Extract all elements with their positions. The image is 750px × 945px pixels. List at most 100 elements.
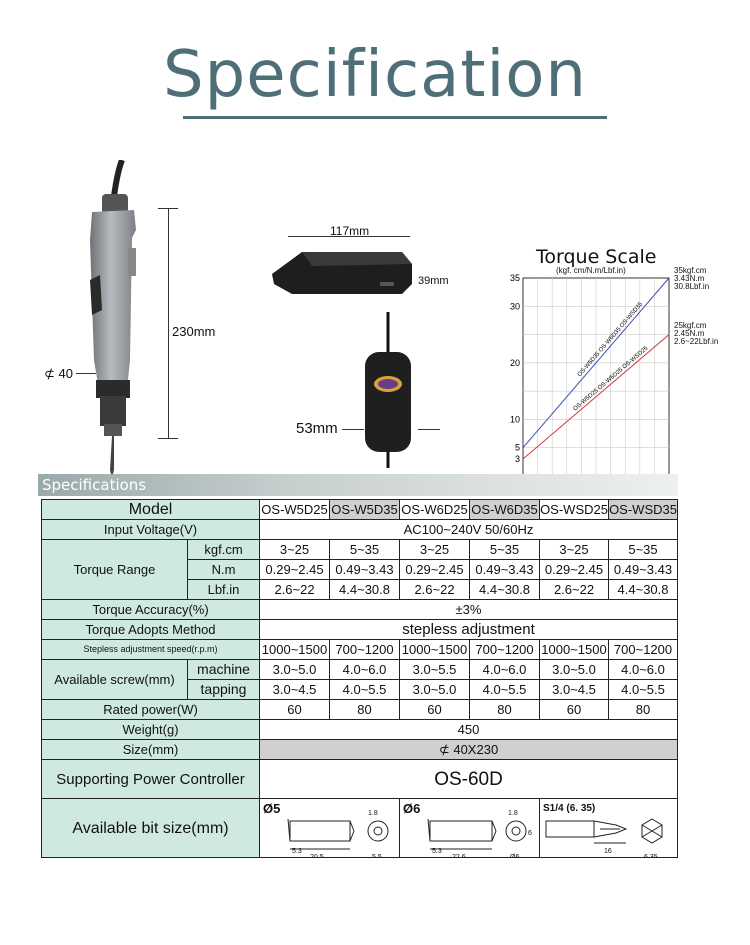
machine-label: machine — [186, 659, 261, 680]
weight-label: Weight(g) — [40, 719, 261, 740]
controller-label: Supporting Power Controller — [40, 759, 261, 799]
dim-line-vert — [168, 208, 169, 438]
length-label: 230mm — [172, 324, 216, 339]
bit3-dim-b: 6.35 — [644, 854, 658, 858]
bit2-cell: Ø6 1.8 5.3 22.6 6 Ø6 — [399, 798, 541, 858]
bit3-dim-a: 16 — [604, 848, 612, 855]
tapping-cell: 4.0~5.5 — [329, 679, 401, 700]
bit3-drawing — [545, 818, 663, 844]
screwdriver-image — [90, 160, 136, 478]
series-line — [522, 277, 670, 449]
weight-value: 450 — [259, 719, 679, 740]
speed-cell: 1000~1500 — [259, 639, 331, 660]
ctrl-depth-label: 53mm — [296, 420, 338, 437]
spec-table: Model OS-W5D25 OS-W5D35 OS-W6D25 OS-W6D3… — [40, 499, 679, 858]
controller-front-image — [365, 312, 411, 468]
bit1-dim-b: 5.3 — [292, 848, 302, 855]
machine-cell: 3.0~5.0 — [259, 659, 331, 680]
model-label: Model — [40, 499, 261, 520]
power-label: Rated power(W) — [40, 699, 261, 720]
power-cell: 60 — [399, 699, 471, 720]
bit1-drawing — [287, 818, 389, 850]
annot-top: 35kgf.cm 3.43N.m 30.8Lbf.in — [674, 267, 709, 291]
page-title: Specification — [163, 38, 587, 112]
size-label: Size(mm) — [40, 739, 261, 760]
row-size: Size(mm) ⊄ 40X230 — [40, 739, 679, 760]
controller-top-image — [272, 252, 412, 294]
bit1-dim-a: 1.8 — [368, 810, 378, 817]
row-accuracy: Torque Accuracy(%) ±3% — [40, 599, 679, 620]
power-cell: 80 — [469, 699, 541, 720]
nm-cell: 0.29~2.45 — [259, 559, 331, 580]
y-tick-label: 10 — [510, 414, 520, 424]
power-cell: 80 — [608, 699, 679, 720]
model-cell: OS-W5D25 — [259, 499, 331, 520]
model-cell: OS-W6D25 — [399, 499, 471, 520]
bit-label: Available bit size(mm) — [40, 798, 261, 858]
speed-cell: 700~1200 — [608, 639, 679, 660]
model-cell: OS-W5D35 — [329, 499, 401, 520]
machine-cell: 3.0~5.0 — [539, 659, 610, 680]
lbf-cell: 4.4~30.8 — [608, 579, 679, 600]
depth-arrow-right — [418, 429, 440, 430]
machine-cell: 4.0~6.0 — [608, 659, 679, 680]
ctrl-width-label: 117mm — [330, 224, 370, 238]
tapping-label: tapping — [186, 679, 261, 700]
model-cell: OS-WSD25 — [539, 499, 610, 520]
y-tick-label: 20 — [510, 358, 520, 368]
depth-arrow-left — [342, 429, 364, 430]
chart-title: Torque Scale — [536, 246, 657, 268]
bit2-drawing — [427, 818, 527, 850]
screw-label: Available screw(mm) — [41, 659, 188, 700]
annot-top-2: 3.43N.m — [674, 274, 705, 283]
speed-cell: 1000~1500 — [399, 639, 471, 660]
annot-top-3: 30.8Lbf.in — [674, 282, 710, 291]
row-adopts: Torque Adopts Method stepless adjustment — [40, 619, 679, 640]
size-value: ⊄ 40X230 — [259, 739, 679, 760]
model-cell: OS-W6D35 — [469, 499, 541, 520]
title-underline — [183, 116, 607, 119]
torque-chart: 02468103510203035OS-W5D35 OS-W6D35 OS-WS… — [510, 273, 674, 488]
machine-cell: 4.0~6.0 — [329, 659, 401, 680]
tapping-cell: 3.0~4.5 — [539, 679, 610, 700]
kgf-cell: 5~35 — [469, 539, 541, 560]
row-bits: Available bit size(mm) Ø5 1.8 5.3 20.5 5… — [40, 798, 679, 858]
nm-cell: 0.49~3.43 — [469, 559, 541, 580]
dim-line-bottom — [158, 438, 178, 439]
lbf-cell: 4.4~30.8 — [329, 579, 401, 600]
lbf-cell: 2.6~22 — [539, 579, 610, 600]
annot-top-1: 35kgf.cm — [674, 266, 707, 275]
series-line — [522, 334, 670, 460]
row-machine: Available screw(mm) machine 3.0~5.0 4.0~… — [41, 659, 679, 700]
lbf-cell: 2.6~22 — [259, 579, 331, 600]
bit1-dim-d: 5.5 — [372, 854, 382, 858]
accuracy-value: ±3% — [259, 599, 679, 620]
nm-cell: 0.29~2.45 — [399, 559, 471, 580]
lbf-cell: 2.6~22 — [399, 579, 471, 600]
y-tick-label: 3 — [515, 454, 520, 464]
row-voltage: Input Voltage(V) AC100~240V 50/60Hz — [40, 519, 679, 540]
nm-cell: 0.49~3.43 — [608, 559, 679, 580]
bit1-cell: Ø5 1.8 5.3 20.5 5.5 — [259, 798, 401, 858]
bit2-dim-e: Ø6 — [510, 854, 520, 858]
row-nm: N.m 0.29~2.45 0.49~3.43 0.29~2.45 0.49~3… — [42, 559, 679, 580]
y-tick-label: 5 — [515, 443, 520, 453]
row-weight: Weight(g) 450 — [40, 719, 679, 740]
lbf-cell: 4.4~30.8 — [469, 579, 541, 600]
ctrl-height-label: 39mm — [418, 275, 449, 287]
bit2-title: Ø6 — [403, 801, 421, 816]
y-tick-label: 30 — [510, 301, 520, 311]
bit2-dim-b: 5.3 — [432, 848, 442, 855]
model-cell: OS-WSD35 — [608, 499, 679, 520]
tapping-cell: 3.0~5.0 — [399, 679, 471, 700]
nm-cell: 0.49~3.43 — [329, 559, 401, 580]
machine-cell: 3.0~5.5 — [399, 659, 471, 680]
nm-label: N.m — [186, 559, 261, 580]
speed-cell: 700~1200 — [469, 639, 541, 660]
spec-header-bar: Specifications — [38, 474, 678, 496]
row-model: Model OS-W5D25 OS-W5D35 OS-W6D25 OS-W6D3… — [40, 499, 679, 520]
voltage-label: Input Voltage(V) — [40, 519, 261, 540]
kgf-cell: 3~25 — [259, 539, 331, 560]
torque-range-label: Torque Range — [41, 539, 188, 600]
kgf-cell: 5~35 — [329, 539, 401, 560]
